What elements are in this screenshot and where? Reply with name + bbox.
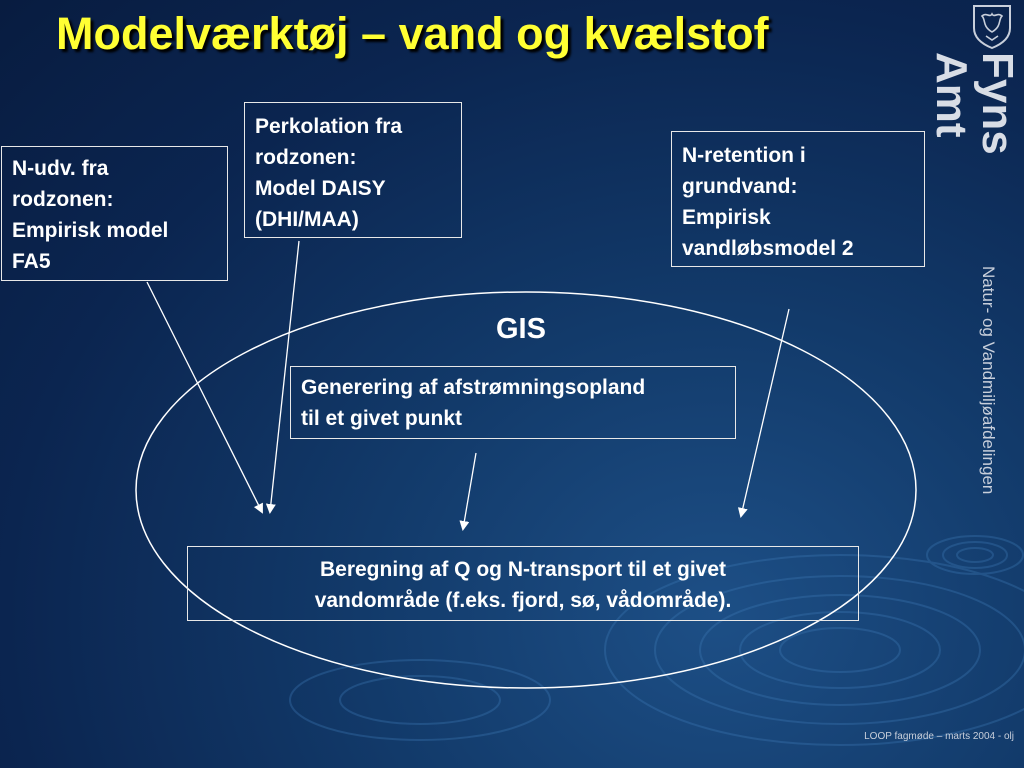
box-line: Generering af afstrømningsopland [301, 376, 646, 399]
box-n-retention: N-retention i grundvand: Empirisk vandlø… [671, 131, 925, 267]
department-label: Natur- og Vandmiljøafdelingen [979, 266, 998, 495]
brand-line-1: Fyns [973, 52, 1022, 155]
box-line: Empirisk model [12, 219, 169, 242]
box-generering: Generering af afstrømningsopland til et … [290, 366, 736, 439]
brand-line-2: Amt [927, 52, 976, 138]
box-line: (DHI/MAA) [255, 208, 359, 231]
box-line: N-retention i [682, 144, 806, 167]
box-line: N-udv. fra [12, 157, 109, 180]
box-line: FA5 [12, 250, 51, 273]
arrow-perk-to-bereg [265, 240, 300, 514]
box-line: vandløbsmodel 2 [682, 237, 854, 260]
box-n-udvaskning: N-udv. fra rodzonen: Empirisk model FA5 [1, 146, 228, 281]
box-line: Empirisk [682, 206, 771, 229]
box-perkolation: Perkolation fra rodzonen: Model DAISY (D… [244, 102, 462, 238]
box-line: Perkolation fra [255, 115, 403, 138]
box-line: rodzonen: [12, 188, 114, 211]
box-line: rodzonen: [255, 146, 357, 169]
arrow-nret-to-bereg [737, 308, 790, 518]
arrow-nudv-to-bereg [146, 281, 263, 514]
slide-title: Modelværktøj – vand og kvælstof [56, 8, 769, 59]
box-line: Model DAISY [255, 177, 386, 200]
footer-text: LOOP fagmøde – marts 2004 - olj [864, 731, 1014, 742]
gis-label: GIS [496, 313, 546, 345]
brand-logo-text: Fyns Amt [927, 52, 1022, 155]
fyns-amt-crest-icon [973, 5, 1011, 50]
box-line: grundvand: [682, 175, 798, 198]
box-line: Beregning af Q og N-transport til et giv… [319, 558, 727, 581]
gis-ellipse [135, 291, 917, 689]
arrow-gen-to-bereg [459, 452, 477, 531]
box-line: vandområde (f.eks. fjord, sø, vådområde)… [314, 589, 732, 612]
box-line: til et givet punkt [301, 407, 463, 430]
box-beregning: Beregning af Q og N-transport til et giv… [187, 546, 859, 621]
